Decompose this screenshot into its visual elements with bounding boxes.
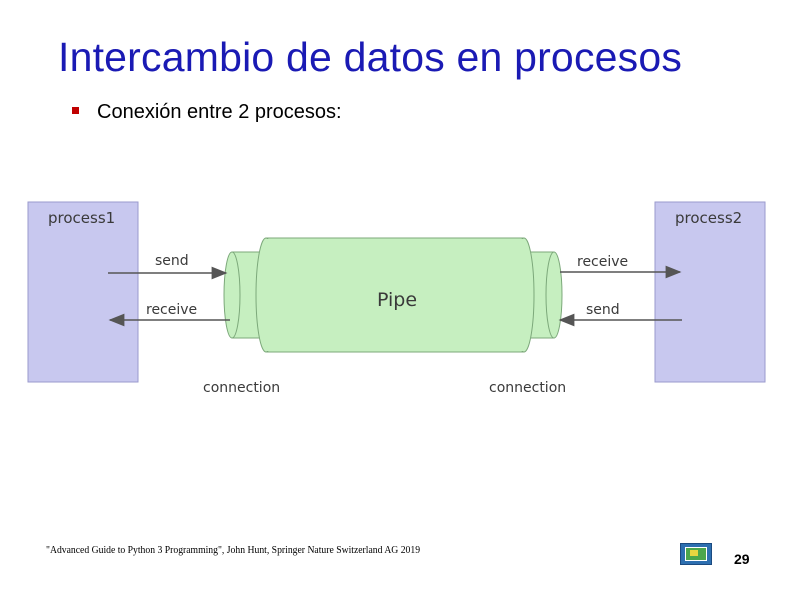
left-receive-label: receive <box>146 302 197 318</box>
process1-label: process1 <box>48 209 115 227</box>
citation: "Advanced Guide to Python 3 Programming"… <box>46 544 420 556</box>
pipe-label: Pipe <box>377 289 417 311</box>
connection-right-label: connection <box>489 380 566 396</box>
page-number: 29 <box>734 551 750 567</box>
logo-icon <box>680 543 712 565</box>
process2-box <box>655 202 765 382</box>
process2-label: process2 <box>675 209 742 227</box>
right-send-label: send <box>586 302 620 318</box>
left-send-label: send <box>155 253 189 269</box>
connection-left-label: connection <box>203 380 280 396</box>
right-receive-label: receive <box>577 254 628 270</box>
process1-box <box>28 202 138 382</box>
